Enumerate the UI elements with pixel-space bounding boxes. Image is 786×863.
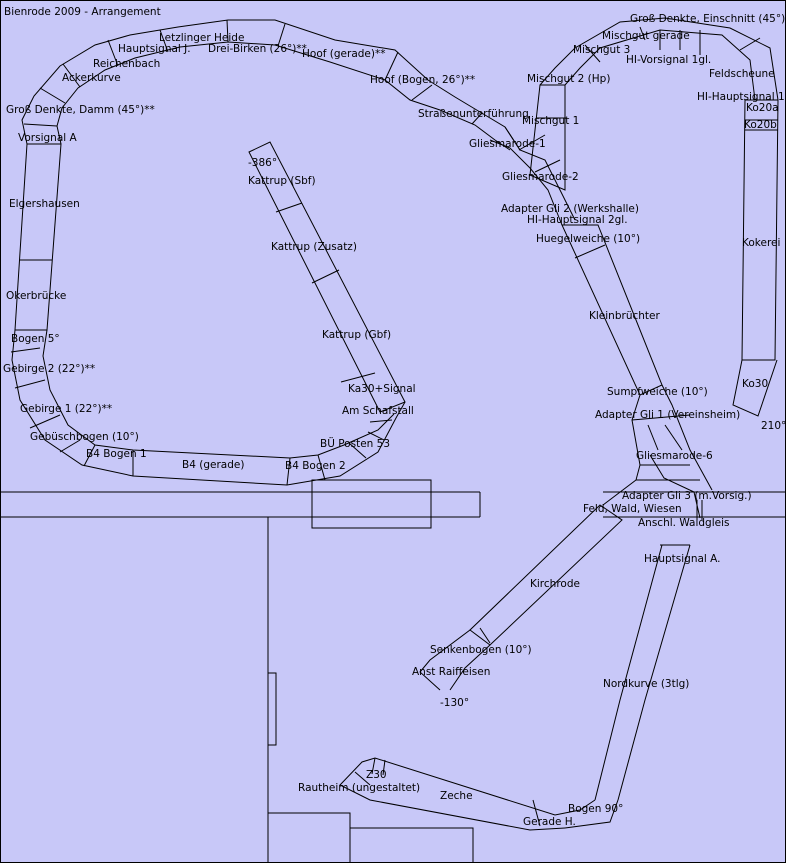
label-ka30-signal: Ka30+Signal [348,383,416,395]
label-kattrup-sbf: Kattrup (Sbf) [248,175,316,187]
label-kirchrode: Kirchrode [530,578,580,590]
label-vorsignal-a: Vorsignal A [18,132,78,144]
label-z30: Z30 [366,769,387,781]
label-okerbruecke: Okerbrücke [6,290,66,302]
layout-title: Bienrode 2009 - Arrangement [4,6,161,18]
label-adapter-gli-3: Adapter Gli 3 (m.Vorsig.) [622,490,752,502]
kattrup-spur [248,141,406,413]
label-feldscheune: Feldscheune [709,68,775,80]
label-am-schafstall: Am Schafstall [342,405,414,417]
room-outline [0,479,786,863]
label-elgershausen: Elgershausen [9,198,80,210]
label-ko30: Ko30 [742,378,768,390]
label-strassenunterfuehrung: Straßenunterführung [418,108,529,120]
lower-right-track [339,504,691,831]
label-hauptsignal-a: Hauptsignal A. [644,553,721,565]
label-gliesmarode-2: Gliesmarode-2 [502,171,579,183]
label-anst-raiffeisen: Anst Raiffeisen [412,666,490,678]
label-mischgut-1: Mischgut 1 [522,115,579,127]
label-bogen-90: Bogen 90° [568,803,623,815]
label-bogen-5: Bogen 5° [11,333,60,345]
label-kokerei: Kokerei [742,237,780,249]
label-mischgut-gerade: Mischgut gerade [602,30,690,42]
label-hauptsignal-j: Hauptsignal J. [118,43,191,55]
label-bue-posten-53: BÜ Posten 53 [320,437,390,450]
label-gerade-h: Gerade H. [523,816,576,828]
label-kattrup-zusatz: Kattrup (Zusatz) [271,241,357,253]
label-ackerkurve: Ackerkurve [62,72,121,84]
label-hl-hauptsignal-2gl: HI-Hauptsignal 2gl. [527,214,628,226]
label-anschl-waldgleis: Anschl. Waldgleis [638,517,730,529]
label-feld-wald-wiesen: Feld, Wald, Wiesen [583,503,682,515]
label-gross-denkte-einschnitt: Groß Denkte, Einschnitt (45°)** [630,13,786,25]
label-kleinbruechter: Kleinbrüchter [589,310,660,322]
label-rautheim: Rautheim (ungestaltet) [298,782,420,794]
label-minus-130-deg: -130° [440,697,469,709]
diagram-labels: Bienrode 2009 - Arrangement Groß Denkte,… [3,6,786,828]
label-reichenbach: Reichenbach [93,58,160,70]
label-gebueschbogen: Gebüschbogen (10°) [30,431,139,443]
label-adapter-gli-1: Adapter Gli 1 (Vereinsheim) [595,409,740,421]
label-hl-vorsignal-1gl: HI-Vorsignal 1gl. [626,54,711,66]
label-minus-386-deg: -386° [248,157,277,169]
label-gliesmarode-6: Gliesmarode-6 [636,450,713,462]
label-zeche: Zeche [440,790,473,802]
label-letzlinger-heide: Letzlinger Heide [159,32,244,44]
label-sumpfweiche: Sumpfweiche (10°) [607,386,708,398]
central-station-track [489,17,779,520]
label-huegelweiche: Huegelweiche (10°) [536,233,640,245]
label-mischgut-2: Mischgut 2 (Hp) [527,73,610,85]
label-hoof-gerade: Hoof (gerade)** [302,48,385,60]
label-hoof-bogen: Hoof (Bogen, 26°)** [370,74,475,86]
label-adapter-gli-2: Adapter Gli 2 (Werkshalle) [501,203,639,215]
label-hl-hauptsignal-1gl: HI-Hauptsignal 1gl. [697,91,786,103]
label-kattrup-gbf: Kattrup (Gbf) [322,329,391,341]
label-210-deg: 210° [761,420,786,432]
left-loop-track [10,19,521,486]
label-b4-gerade: B4 (gerade) [182,459,244,471]
label-senkenbogen: Senkenbogen (10°) [430,644,532,656]
label-mischgut-3: Mischgut 3 [573,44,630,56]
label-gross-denkte-damm: Groß Denkte, Damm (45°)** [6,104,155,116]
label-ko20b: Ko20b [744,119,777,131]
label-b4-bogen-1: B4 Bogen 1 [86,448,147,460]
label-b4-bogen-2: B4 Bogen 2 [285,460,346,472]
label-drei-birken: Drei-Birken (26°)** [208,43,307,55]
label-nordkurve: Nordkurve (3tlg) [603,678,689,690]
label-gebirge-2: Gebirge 2 (22°)** [3,363,95,375]
label-ko20a: Ko20a [746,102,779,114]
label-gliesmarode-1: Gliesmarode-1 [469,138,546,150]
label-gebirge-1: Gebirge 1 (22°)** [20,403,112,415]
